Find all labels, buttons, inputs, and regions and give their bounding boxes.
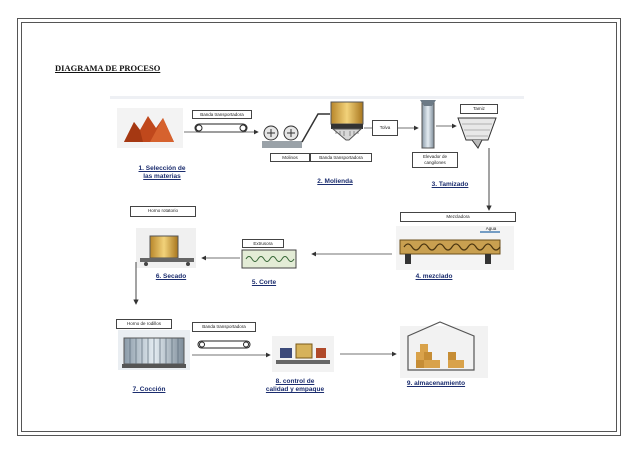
step-6-label: 6. Secado [155, 273, 187, 280]
bucket-elevator-icon [420, 100, 436, 149]
step-1-line-2: las materias [143, 173, 181, 180]
step-2-label: 2. Molienda [317, 178, 353, 185]
box-extrusora: Extrusora [242, 239, 284, 248]
box-molinos: Molinos [270, 153, 310, 162]
diagram-top-band [110, 96, 524, 99]
hopper-icon [330, 101, 364, 141]
extruder-icon [241, 249, 297, 269]
sieve-icon [457, 117, 497, 149]
warehouse-icon [400, 321, 488, 378]
box-elevador: Elevador de cangilones [412, 152, 458, 168]
step-7-label: 7. Cocción [132, 386, 166, 393]
step-1-line-1: 1. Selección de [138, 165, 186, 172]
step-3-label: 3. Tamizado [431, 181, 469, 188]
step-4-label: 4. mezclado [415, 273, 453, 280]
box-mezcladora: Mezcladora [400, 212, 516, 222]
page-frame-inner [21, 22, 617, 432]
step-5-label: 5. Corte [251, 279, 277, 286]
box-horno-rodillos: Horno de rodillos [116, 319, 172, 329]
box-tolva: Tolva [372, 120, 398, 136]
step-8-line-2: calidad y empaque [265, 386, 325, 393]
conveyor-belt-3-icon [197, 340, 251, 349]
step-8-line-1: 8. control de [275, 378, 315, 385]
box-tamiz: Tamiz [460, 104, 498, 114]
quality-control-icon [272, 336, 334, 372]
mills-icon [262, 113, 330, 148]
page-title: DIAGRAMA DE PROCESO [55, 63, 161, 73]
step-8-label: 8. control de calidad y empaque [252, 378, 338, 394]
page-frame-outer [17, 18, 621, 436]
box-agua: Agua [485, 226, 497, 231]
box-horno-rotatorio: Horno rotatorio [130, 206, 196, 217]
step-9-label: 9. almacenamiento [406, 380, 466, 387]
raw-materials-icon [117, 108, 183, 148]
conveyor-belt-1-icon [194, 123, 248, 133]
roller-kiln-icon [118, 330, 190, 370]
rotary-dryer-icon [136, 228, 196, 268]
box-banda-transportadora-2: Banda transportadora [310, 153, 372, 162]
step-1-label: 1. Selección de las materias [126, 165, 198, 181]
box-banda-transportadora-3: Banda transportadora [192, 322, 256, 332]
box-banda-transportadora-1: Banda transportadora [192, 110, 252, 119]
mixer-icon [396, 226, 514, 270]
